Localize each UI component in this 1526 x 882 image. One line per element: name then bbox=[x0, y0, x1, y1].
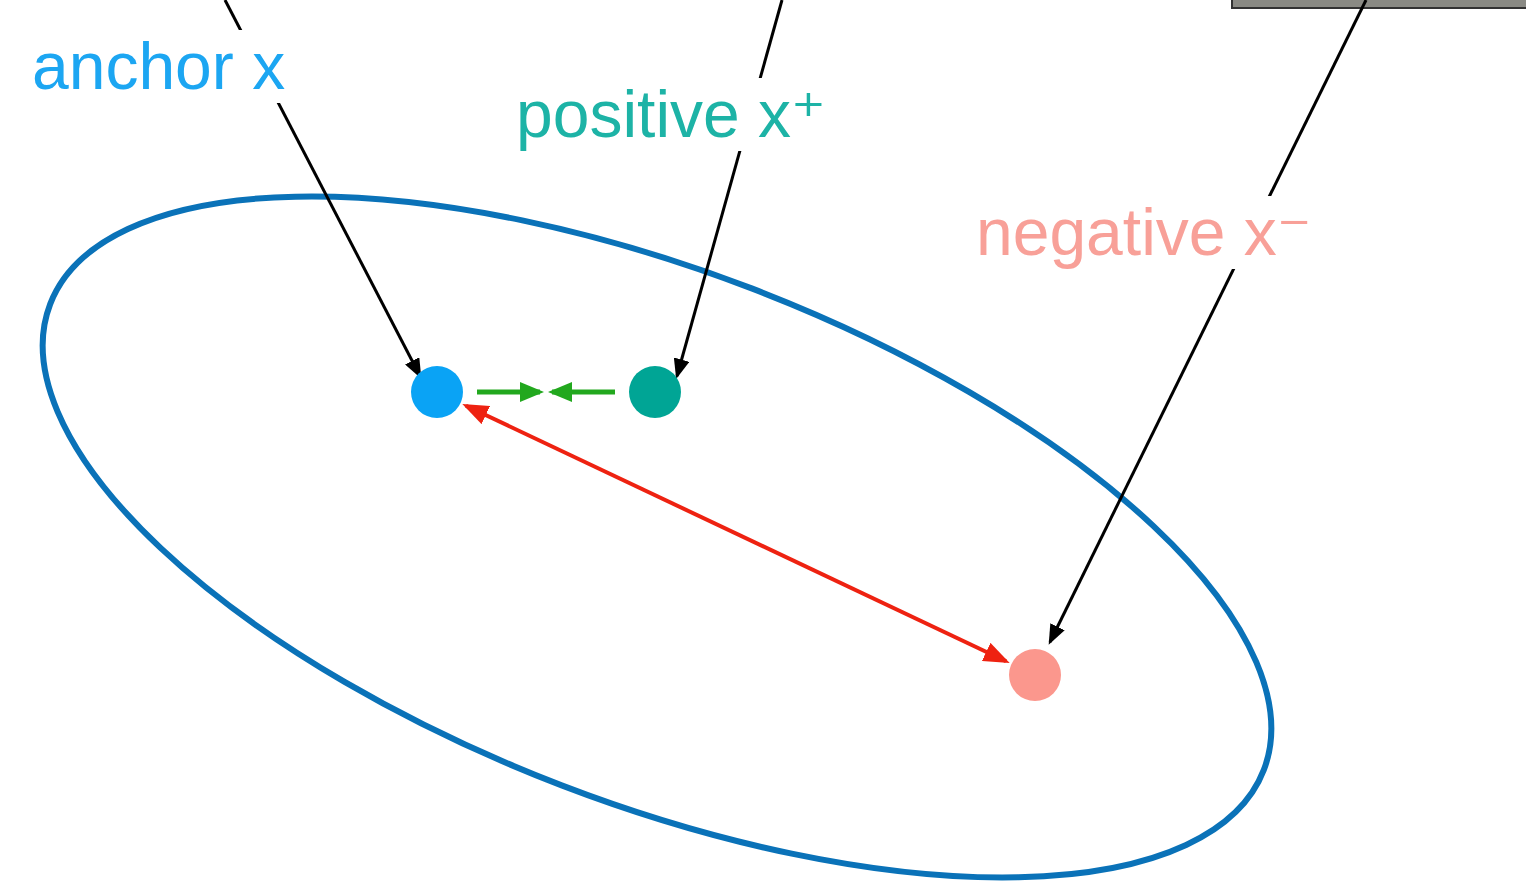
positive-point: positive x⁺ bbox=[629, 366, 681, 418]
photo-edge bbox=[1232, 0, 1526, 8]
pull-arrow bbox=[552, 390, 615, 395]
leader-arrow bbox=[1050, 0, 1366, 642]
leader-arrow bbox=[677, 0, 782, 376]
point-label: anchor x bbox=[28, 30, 289, 103]
point-label: positive x⁺ bbox=[512, 78, 830, 151]
embedding-space-outline bbox=[0, 56, 1359, 882]
pull-arrow bbox=[477, 390, 540, 395]
negative-point: negative x⁻ bbox=[1009, 649, 1061, 701]
push-arrow bbox=[466, 406, 1006, 662]
point-label: negative x⁻ bbox=[972, 196, 1316, 269]
anchor-point: anchor x bbox=[411, 366, 463, 418]
